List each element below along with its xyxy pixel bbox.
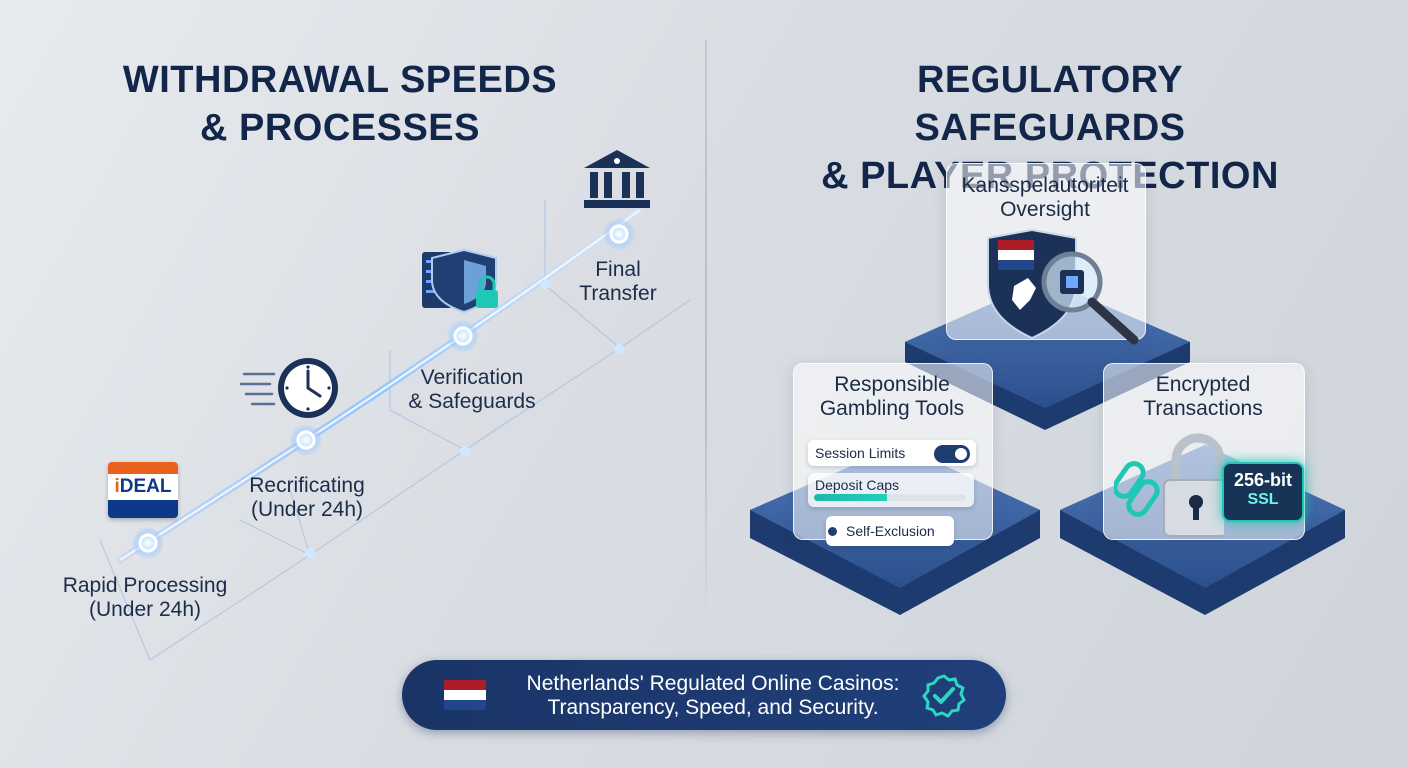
banner-line1: Netherlands' Regulated Online Casinos: — [526, 672, 900, 695]
section-divider — [705, 40, 707, 630]
deposit-caps-track[interactable] — [814, 494, 966, 501]
netherlands-flag-icon — [444, 680, 486, 710]
ideal-logo: iDEAL — [108, 462, 178, 518]
ssl-badge-label: SSL — [1247, 491, 1279, 508]
right-heading-line1: REGULATORY SAFEGUARDS — [914, 59, 1186, 149]
clock-icon — [240, 358, 338, 418]
session-limits-toggle[interactable]: Session Limits — [808, 440, 976, 466]
responsible-title-line1: Responsible — [834, 373, 950, 396]
timeline-graphic — [99, 200, 691, 661]
step-verification: Verification & Safeguards — [392, 366, 552, 414]
bank-icon — [584, 150, 650, 208]
self-exclusion-button[interactable]: Self-Exclusion — [826, 516, 954, 546]
summary-banner: Netherlands' Regulated Online Casinos: T… — [402, 660, 1006, 730]
session-limits-switch[interactable] — [934, 445, 970, 463]
step-label-line1: Rapid Processing — [62, 574, 228, 597]
oversight-title-line1: Kansspelautoriteit — [961, 174, 1129, 197]
step-label-line2: & Safeguards — [408, 390, 536, 413]
oversight-title-line2: Oversight — [1000, 198, 1090, 221]
step-label-line1: Recrificating — [249, 474, 365, 497]
step-label-line2: (Under 24h) — [88, 598, 202, 621]
deposit-caps-label: Deposit Caps — [815, 477, 900, 493]
step-label-line1: Final — [595, 258, 641, 281]
shield-lock-icon — [422, 248, 498, 314]
step-label-line2: (Under 24h) — [250, 498, 364, 521]
left-heading: WITHDRAWAL SPEEDS & PROCESSES — [100, 56, 580, 152]
encrypted-title-line2: Transactions — [1143, 397, 1263, 420]
step-final-transfer: Final Transfer — [570, 258, 666, 306]
step-label-line2: Transfer — [579, 282, 657, 305]
left-heading-line1: WITHDRAWAL SPEEDS — [122, 59, 558, 101]
encrypted-title-line1: Encrypted — [1155, 373, 1251, 396]
self-exclusion-dot — [828, 527, 837, 536]
self-exclusion-label: Self-Exclusion — [846, 523, 935, 539]
ssl-badge: 256-bit SSL — [1222, 462, 1304, 522]
step-rapid-processing: Rapid Processing (Under 24h) — [40, 574, 250, 622]
shield-magnifier-icon — [987, 228, 1139, 345]
encrypted-title: Encrypted Transactions — [1103, 373, 1303, 421]
session-limits-label: Session Limits — [815, 445, 906, 461]
responsible-title: Responsible Gambling Tools — [793, 373, 991, 421]
responsible-title-line2: Gambling Tools — [819, 397, 965, 420]
oversight-title: Kansspelautoriteit Oversight — [946, 174, 1144, 222]
ssl-badge-bits: 256-bit — [1233, 470, 1293, 490]
banner-text: Netherlands' Regulated Online Casinos: T… — [498, 672, 928, 720]
step-recrificating: Recrificating (Under 24h) — [222, 474, 392, 522]
padlock-icon — [1114, 433, 1224, 537]
step-label-line1: Verification — [420, 366, 524, 389]
ideal-logo-text: DEAL — [119, 476, 172, 497]
check-badge-icon — [922, 674, 966, 718]
deposit-caps-fill — [814, 494, 887, 501]
timeline-beam-core — [119, 209, 641, 561]
timeline-nodes — [132, 218, 635, 559]
deposit-caps-slider[interactable]: Deposit Caps — [808, 473, 974, 507]
ideal-logo-i: i — [114, 476, 120, 497]
left-heading-line2: & PROCESSES — [199, 107, 481, 149]
banner-line2: Transparency, Speed, and Security. — [547, 696, 879, 719]
